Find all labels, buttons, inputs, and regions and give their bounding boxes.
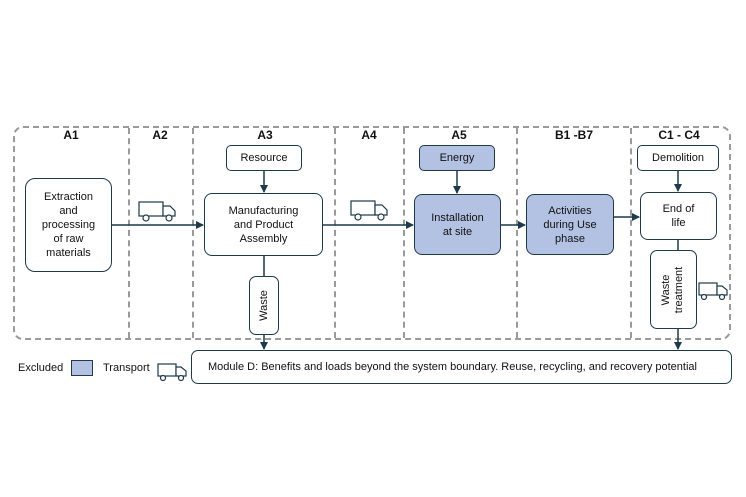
stage-header-a4: A4: [361, 128, 377, 142]
legend-excluded-swatch: [71, 360, 93, 376]
demolition-box: Demolition: [637, 145, 719, 171]
stage-divider: [128, 128, 130, 338]
stage-header-a3: A3: [257, 128, 273, 142]
stage-divider: [630, 128, 632, 338]
waste-label: Waste: [257, 290, 270, 321]
installation-box: Installation at site: [414, 194, 501, 255]
truck-icon: [698, 282, 728, 301]
extraction-box: Extraction and processing of raw materia…: [25, 178, 112, 272]
stage-divider: [192, 128, 194, 338]
waste-treatment-label: Waste treatment: [660, 266, 686, 313]
stage-header-a5: A5: [451, 128, 467, 142]
truck-icon: [138, 201, 176, 222]
waste-treatment-box: Waste treatment: [650, 250, 697, 329]
legend-transport-label: Transport: [103, 362, 150, 374]
system-boundary: [13, 126, 731, 340]
truck-icon: [157, 363, 187, 382]
stage-header-b: B1 -B7: [554, 128, 593, 142]
end-of-life-box: End of life: [640, 192, 717, 240]
activities-box: Activities during Use phase: [526, 194, 614, 255]
stage-header-c: C1 - C4: [658, 128, 700, 142]
legend-excluded-label: Excluded: [18, 362, 64, 374]
module-d-box: Module D: Benefits and loads beyond the …: [191, 350, 732, 384]
stage-divider: [516, 128, 518, 338]
waste-box: Waste: [249, 276, 279, 335]
energy-box: Energy: [419, 145, 495, 171]
stage-header-a1: A1: [63, 128, 79, 142]
resource-box: Resource: [226, 145, 302, 171]
module-d-label: Module D: Benefits and loads beyond the …: [208, 361, 697, 373]
truck-icon: [350, 200, 388, 221]
stage-divider: [403, 128, 405, 338]
stage-divider: [334, 128, 336, 338]
stage-header-a2: A2: [152, 128, 168, 142]
manufacturing-box: Manufacturing and Product Assembly: [204, 193, 323, 256]
